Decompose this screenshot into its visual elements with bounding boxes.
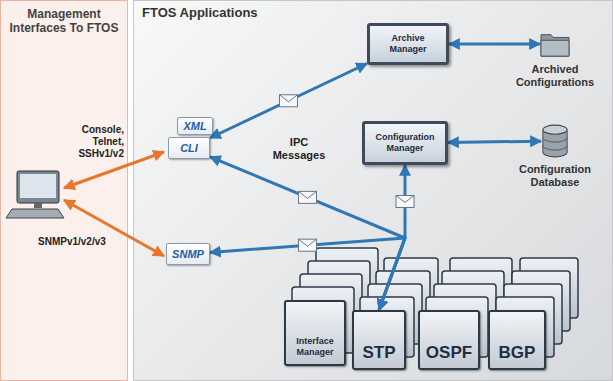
node-label: SNMP: [172, 248, 204, 260]
node-label: OSPF: [426, 343, 472, 362]
node-label: Configuration Manager: [368, 132, 442, 154]
node-label: CLI: [180, 142, 198, 154]
node-label: Configuration Database: [499, 163, 611, 189]
folder-icon: Archived Configurations: [540, 30, 570, 58]
ipc-connector: [210, 64, 367, 139]
ipc-connector: [379, 165, 405, 310]
message-envelope: [299, 191, 317, 203]
xml-doc: XML: [177, 117, 213, 135]
configuration-manager: Configuration Manager: [362, 121, 448, 165]
ipc-connector: [210, 238, 405, 310]
message-envelope: [280, 95, 298, 107]
archive-manager: Archive Manager: [367, 23, 449, 65]
card-stack: [292, 248, 578, 357]
annotation-label: SNMPv1/v2/v3: [38, 236, 122, 248]
database-icon: Configuration Database: [541, 124, 569, 158]
process-card: OSPF: [418, 310, 480, 370]
node-label: Interface Manager: [289, 336, 341, 358]
message-envelope: [396, 196, 414, 208]
annotation-label: Console, Telnet, SSHv1/v2: [52, 124, 124, 160]
snmp-doc: SNMP: [166, 243, 210, 265]
ipc-connector: [210, 157, 405, 310]
message-envelope: [299, 239, 317, 251]
node-label: Archive Manager: [373, 33, 443, 55]
ipc-connector: [449, 43, 540, 46]
computer-icon: [6, 171, 64, 218]
orange-arrow: [64, 200, 164, 256]
ipc-connector: [448, 141, 541, 142]
applications-panel: FTOS ApplicationsXML CLI SNMP Archive Manag…: [133, 0, 613, 381]
process-card: STP: [352, 310, 406, 370]
node-label: Archived Configurations: [499, 63, 611, 89]
node-label: BGP: [499, 343, 536, 362]
node-label: STP: [362, 343, 395, 362]
panel-title: Management Interfaces To FTOS: [1, 1, 127, 35]
node-label: XML: [183, 120, 206, 132]
interface-panel: Management Interfaces To FTOS: [0, 0, 128, 381]
panel-title: FTOS Applications: [134, 1, 612, 20]
annotation-label: IPC Messages: [266, 136, 332, 162]
cli-doc: CLI: [168, 137, 210, 159]
process-card: Interface Manager: [284, 300, 346, 366]
orange-arrow: [64, 152, 164, 188]
process-card: BGP: [488, 310, 546, 370]
